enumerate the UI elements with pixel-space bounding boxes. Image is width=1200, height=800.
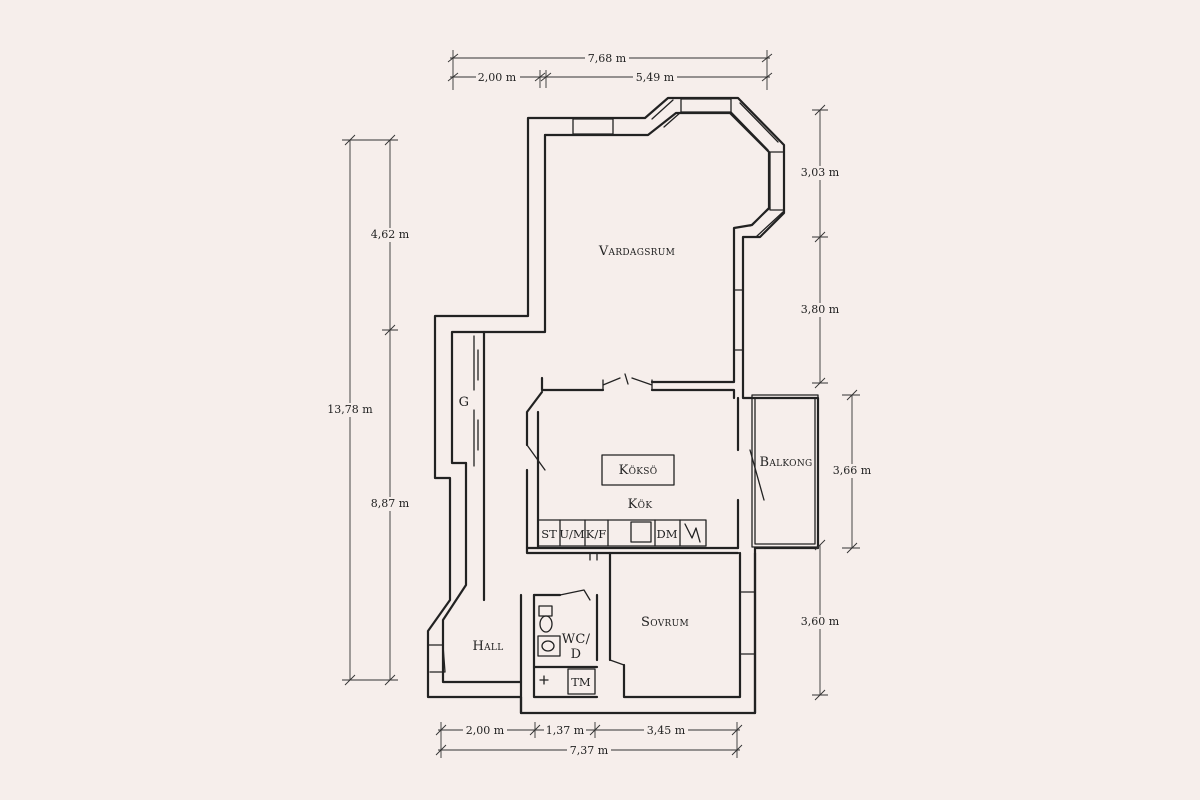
dim-right-3: 3,60 m (801, 615, 840, 628)
window (572, 118, 614, 135)
dim-left-upper: 4,62 m (371, 228, 410, 241)
room-label-kokso: Köksö (619, 463, 658, 478)
toilet-tank (538, 605, 553, 617)
room-labels: Vardagsrum Köksö Kök Balkong Sovrum Hall… (459, 244, 813, 662)
window (769, 151, 785, 211)
room-label-wc-d: D (571, 647, 582, 662)
living-door (602, 373, 653, 391)
room-label-kok: Kök (628, 497, 653, 512)
dim-top-right: 5,49 m (636, 71, 675, 84)
window (733, 289, 744, 351)
drain-icon (539, 675, 549, 685)
dishwasher-mark (684, 523, 701, 543)
fixture-label-diskmaskin: DM (657, 527, 678, 541)
window (680, 98, 732, 113)
window (651, 99, 682, 128)
washing-machine (567, 668, 596, 695)
fixture-label-tvattmaskin: TM (571, 675, 591, 689)
fixture-labels: ST U/M K/F DM TM (541, 527, 678, 689)
kitchen-door (526, 444, 546, 471)
kitchen-counter (537, 519, 707, 547)
fixture-label-kylfrys: K/F (586, 527, 606, 541)
sink (630, 521, 652, 543)
outer-wall (426, 96, 820, 715)
wardrobe-door (473, 409, 479, 467)
room-label-balkong: Balkong (759, 455, 812, 470)
bedroom-door (609, 659, 625, 666)
window (749, 207, 784, 237)
balcony (751, 394, 819, 548)
dim-right-1: 3,03 m (801, 166, 840, 179)
room-label-hall: Hall (473, 639, 504, 654)
sink-icon (537, 635, 561, 657)
dimension-labels: 7,68 m 2,00 m 5,49 m 13,78 m 4,62 m 8,87… (327, 52, 874, 757)
dim-left-total: 13,78 m (327, 403, 373, 416)
room-label-sovrum: Sovrum (641, 615, 689, 630)
room-label-garderob: G (459, 395, 470, 410)
dim-bottom-2: 1,37 m (546, 724, 585, 737)
dim-top-total: 7,68 m (588, 52, 627, 65)
fixture-label-spis: ST (541, 527, 557, 541)
dim-balkong: 3,66 m (833, 464, 872, 477)
dim-bottom-1: 2,00 m (466, 724, 505, 737)
dimension-lines (342, 50, 860, 758)
fixture-label-ugn: U/M (559, 527, 585, 541)
kitchen-island (601, 454, 675, 486)
bathroom (537, 605, 596, 695)
windows-doors (427, 98, 785, 673)
dim-top-left: 2,00 m (478, 71, 517, 84)
dim-bottom-total: 7,37 m (570, 744, 609, 757)
entrance (427, 644, 446, 673)
room-label-vardagsrum: Vardagsrum (598, 244, 675, 259)
dim-bottom-3: 3,45 m (647, 724, 686, 737)
dim-left-lower: 8,87 m (371, 497, 410, 510)
room-label-wc: WC/ (562, 632, 591, 647)
window (730, 102, 779, 151)
walls (426, 96, 820, 715)
dim-right-2: 3,80 m (801, 303, 840, 316)
toilet-icon (539, 615, 553, 633)
bathroom-door (559, 589, 591, 601)
balcony-outline (751, 394, 819, 548)
kitchen (537, 454, 707, 547)
window (739, 591, 756, 655)
wardrobe-door (473, 335, 479, 391)
